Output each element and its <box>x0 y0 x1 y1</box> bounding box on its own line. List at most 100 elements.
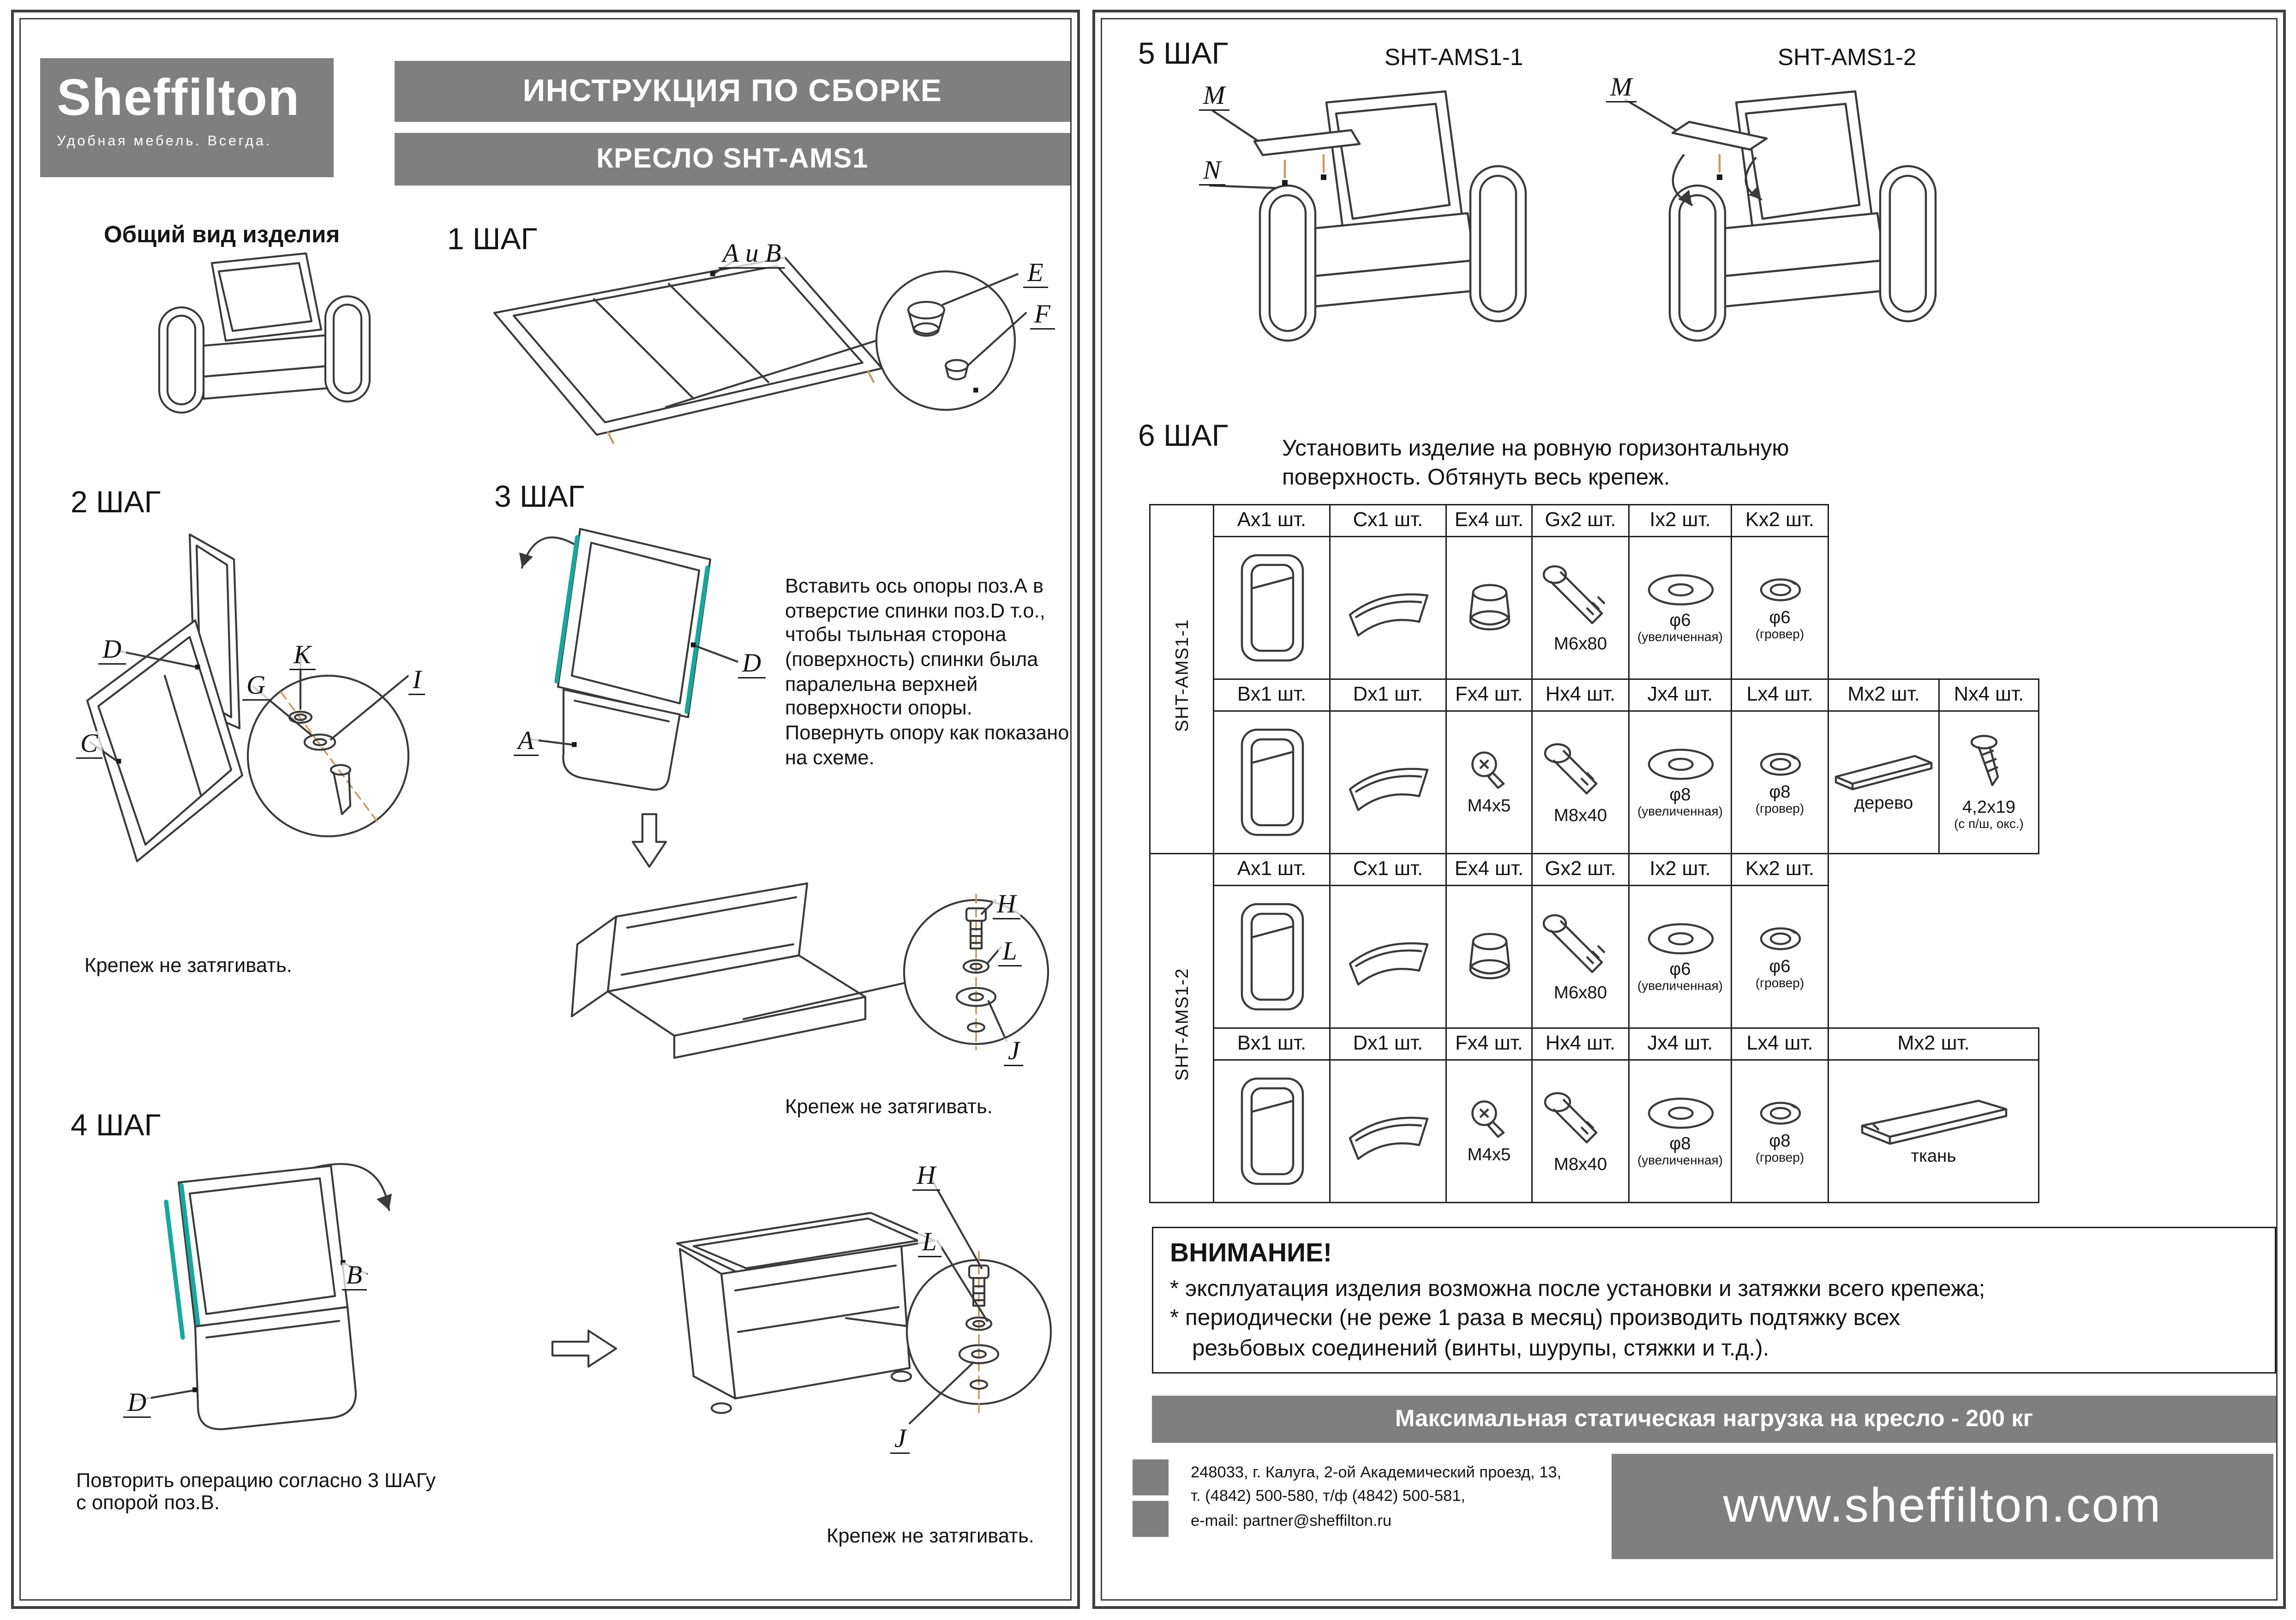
part-g: M6x80 <box>1531 885 1630 1029</box>
step5-chair-ams1-1-diagram <box>1209 90 1527 342</box>
logo-block: Sheffilton Удобная мебель. Всегда. <box>40 58 334 177</box>
footer-address: 248033, г. Калуга, 2-ой Академический пр… <box>1191 1465 1562 1530</box>
callout-k: K <box>289 642 316 671</box>
part-subcaption: (увеличенная) <box>1637 978 1723 993</box>
side-frame-icon <box>1240 554 1303 662</box>
step4-assembly-diagram <box>676 1178 1052 1425</box>
washer-icon <box>1647 749 1713 780</box>
max-load-banner: Максимальная статическая нагрузка на кре… <box>1152 1396 2276 1443</box>
model-label-ams1-1: SHT-AMS1-1 <box>1385 44 1523 71</box>
doc-subtitle: КРЕСЛО SHT-AMS1 <box>395 133 1070 186</box>
col-header: Cx1 шт. <box>1329 853 1447 886</box>
website: www.sheffilton.com <box>1612 1454 2273 1559</box>
col-header: Ex4 шт. <box>1445 853 1533 886</box>
col-header: Cx1 шт. <box>1329 504 1447 537</box>
footer-marker <box>1133 1501 1169 1537</box>
part-b <box>1213 710 1331 854</box>
col-header: Hx4 шт. <box>1531 1027 1630 1061</box>
col-header: Jx4 шт. <box>1628 1027 1732 1061</box>
part-caption: M8x40 <box>1553 804 1607 826</box>
callout-a-b: А и В <box>719 240 785 270</box>
panel-icon <box>1348 942 1428 986</box>
logo-tagline: Удобная мебель. Всегда. <box>57 134 272 150</box>
wood-plank-icon <box>1834 755 1932 791</box>
part-caption: M4x5 <box>1467 1144 1511 1165</box>
col-header: Lx4 шт. <box>1731 1027 1829 1061</box>
foot-cap-icon <box>1469 584 1510 630</box>
col-header: Fx4 шт. <box>1445 678 1533 712</box>
callout-a: A <box>514 728 538 757</box>
step3-title: 3 ШАГ <box>494 479 585 514</box>
attention-line: резьбовых соединений (винты, шурупы, стя… <box>1192 1336 1769 1361</box>
step4-diagram <box>130 1163 392 1430</box>
part-e <box>1445 536 1533 680</box>
step3-instructions: Вставить ось опоры поз.А в отверстие спи… <box>785 576 1069 770</box>
part-m-fabric: ткань <box>1828 1059 2039 1203</box>
panel-icon <box>1348 593 1428 637</box>
part-caption: φ6 <box>1669 958 1691 979</box>
step2-note: Крепеж не затягивать. <box>84 955 292 978</box>
callout-n1: N <box>1199 157 1225 186</box>
model-label-ams1-2: SHT-AMS1-2 <box>1778 44 1917 71</box>
arrow-down-icon <box>631 813 667 868</box>
part-caption: M8x40 <box>1553 1153 1607 1175</box>
page-left: Sheffilton Удобная мебель. Всегда. ИНСТР… <box>11 10 1080 1609</box>
part-j: φ8 (увеличенная) <box>1628 710 1732 854</box>
part-f: M4x5 <box>1445 710 1533 854</box>
part-n: 4,2x19 (с п/ш, окс.) <box>1938 710 2039 854</box>
step5-title: 5 ШАГ <box>1138 36 1229 71</box>
table-notch <box>1828 505 2039 537</box>
step2-diagram <box>86 533 410 863</box>
callout-b: B <box>342 1262 366 1291</box>
part-b <box>1213 1059 1331 1203</box>
col-header: Mx2 шт. <box>1828 678 1940 712</box>
part-i: φ6 (увеличенная) <box>1628 885 1732 1029</box>
col-header: Mx2 шт. <box>1828 1027 2039 1061</box>
step1-diagram <box>493 256 1027 444</box>
col-header: Kx2 шт. <box>1731 504 1829 537</box>
part-e <box>1445 885 1533 1029</box>
part-k: φ6 (гровер) <box>1731 885 1829 1029</box>
step3-note: Крепеж не затягивать. <box>785 1097 993 1119</box>
washer-icon <box>1647 924 1713 955</box>
callout-m1: М <box>1199 83 1229 112</box>
part-caption: M4x5 <box>1467 795 1511 816</box>
col-header: Dx1 шт. <box>1329 678 1447 712</box>
part-c <box>1329 885 1447 1029</box>
foot-cap-icon <box>1469 933 1510 979</box>
table-row: M6x80 φ6 (увеличенная) φ6 (гровер) <box>1150 536 2039 680</box>
section-label-ams1-1: SHT-AMS1-1 <box>1149 504 1214 854</box>
step5-chair-ams1-2-diagram <box>1624 90 1937 342</box>
small-screw-icon <box>1470 1100 1504 1138</box>
part-f: M4x5 <box>1445 1059 1533 1203</box>
table-row: Bx1 шт. Dx1 шт. Fx4 шт. Hx4 шт. Jx4 шт. … <box>1150 678 2039 712</box>
part-d <box>1329 1059 1447 1203</box>
part-caption: M6x80 <box>1553 633 1607 654</box>
attention-box: ВНИМАНИЕ! * эксплуатация изделия возможн… <box>1152 1227 2276 1374</box>
panel-icon <box>1348 1116 1428 1160</box>
callout-f: F <box>1030 301 1055 330</box>
step2-title: 2 ШАГ <box>71 485 161 519</box>
col-header: Ax1 шт. <box>1213 853 1331 886</box>
overview-label: Общий вид изделия <box>104 222 340 248</box>
col-header: Hx4 шт. <box>1531 678 1630 712</box>
part-subcaption: (увеличенная) <box>1637 1153 1723 1167</box>
callout-c: C <box>76 731 102 760</box>
col-header: Gx2 шт. <box>1531 504 1630 537</box>
part-subcaption: (гровер) <box>1755 801 1804 816</box>
col-header: Jx4 шт. <box>1628 678 1732 712</box>
side-frame-icon <box>1240 903 1303 1011</box>
step4-note-repeat: Повторить операцию согласно 3 ШАГу с опо… <box>76 1470 436 1515</box>
part-caption: φ8 <box>1769 1130 1791 1151</box>
step4-note: Крепеж не затягивать. <box>827 1526 1034 1548</box>
part-m-wood: дерево <box>1828 710 1940 854</box>
logo-text: Sheffilton <box>57 69 300 126</box>
part-caption: φ6 <box>1769 606 1791 628</box>
part-caption: φ6 <box>1669 609 1691 630</box>
col-header: Bx1 шт. <box>1213 1027 1331 1061</box>
part-a <box>1213 885 1331 1029</box>
col-header: Dx1 шт. <box>1329 1027 1447 1061</box>
table-row: Bx1 шт. Dx1 шт. Fx4 шт. Hx4 шт. Jx4 шт. … <box>1150 1027 2039 1061</box>
bolt-icon <box>1542 914 1605 973</box>
col-header: Kx2 шт. <box>1731 853 1829 886</box>
